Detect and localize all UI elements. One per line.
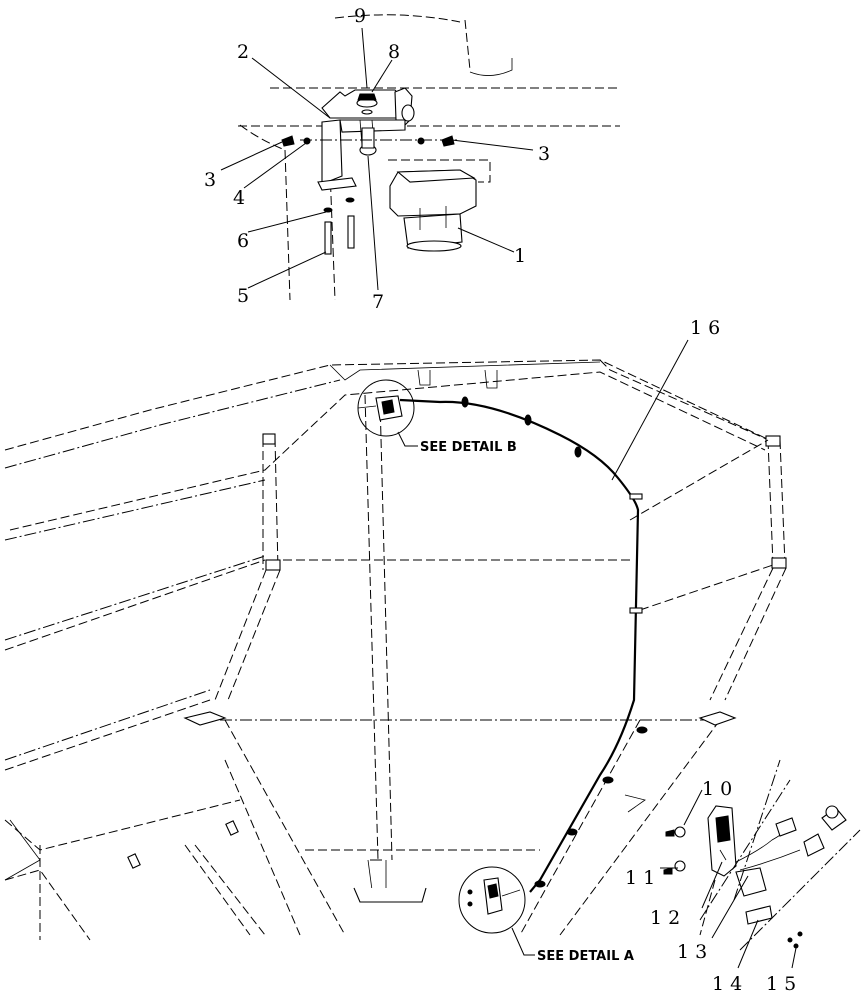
callout-16: 1 6 [690, 317, 720, 339]
callout-3-right: 3 [538, 143, 550, 165]
callout-9: 9 [354, 5, 366, 27]
callout-10: 1 0 [702, 778, 732, 800]
see-detail-b-label: SEE DETAIL B [420, 440, 517, 455]
callout-1: 1 [514, 245, 526, 267]
wiring-harness [399, 398, 640, 893]
see-detail-a-label: SEE DETAIL A [537, 949, 634, 964]
callout-13: 1 3 [677, 941, 707, 963]
callout-2: 2 [237, 41, 249, 63]
callout-12: 1 2 [650, 907, 680, 929]
detail-a-circle: SEE DETAIL A [458, 866, 634, 964]
bracket-exploded-view: 9 8 2 3 4 3 6 1 5 7 [204, 5, 620, 313]
callout-6: 6 [237, 230, 249, 252]
callout-4: 4 [233, 187, 245, 209]
detail-b-circle: SEE DETAIL B [357, 379, 517, 455]
callout-11: 1 1 [625, 867, 655, 889]
callout-15: 1 5 [766, 973, 796, 995]
frame-assembly-view: 1 6 SEE DETAIL B SEE DETAIL A [4, 317, 861, 995]
callout-7: 7 [372, 291, 384, 313]
callout-8: 8 [388, 41, 400, 63]
callout-5: 5 [237, 285, 249, 307]
callout-3-left: 3 [204, 169, 216, 191]
harness-clips [461, 396, 648, 888]
sensor-exploded-view: 1 0 1 1 1 2 1 3 1 4 1 5 [625, 759, 861, 995]
callout-14: 1 4 [712, 973, 742, 995]
